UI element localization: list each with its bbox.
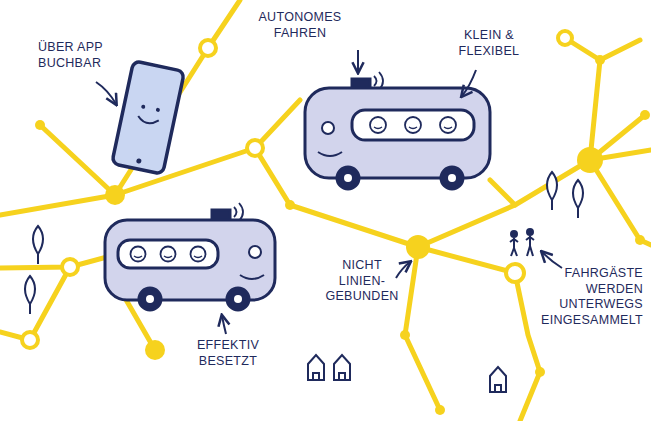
trees [25,172,583,314]
callout-label: ÜBER APP BUCHBAR [38,40,120,71]
bus-bottom [105,203,275,310]
callout-label: FAHRGÄSTE WERDEN UNTERWEGS EINGESAMMELT [527,266,643,329]
callout-label: KLEIN & FLEXIBEL [446,28,532,59]
bus-top [305,72,490,189]
houses [308,355,506,392]
leader-arrows [96,50,562,334]
network-rings [22,31,572,348]
passengers [510,229,534,256]
network-dots [35,55,650,415]
callout-label: NICHT LINIEN- GEBUNDEN [320,258,404,305]
phone-icon [112,61,185,175]
callout-label: AUTONOMES FAHREN [252,10,348,41]
callout-label: EFFEKTIV BESETZT [186,338,270,369]
